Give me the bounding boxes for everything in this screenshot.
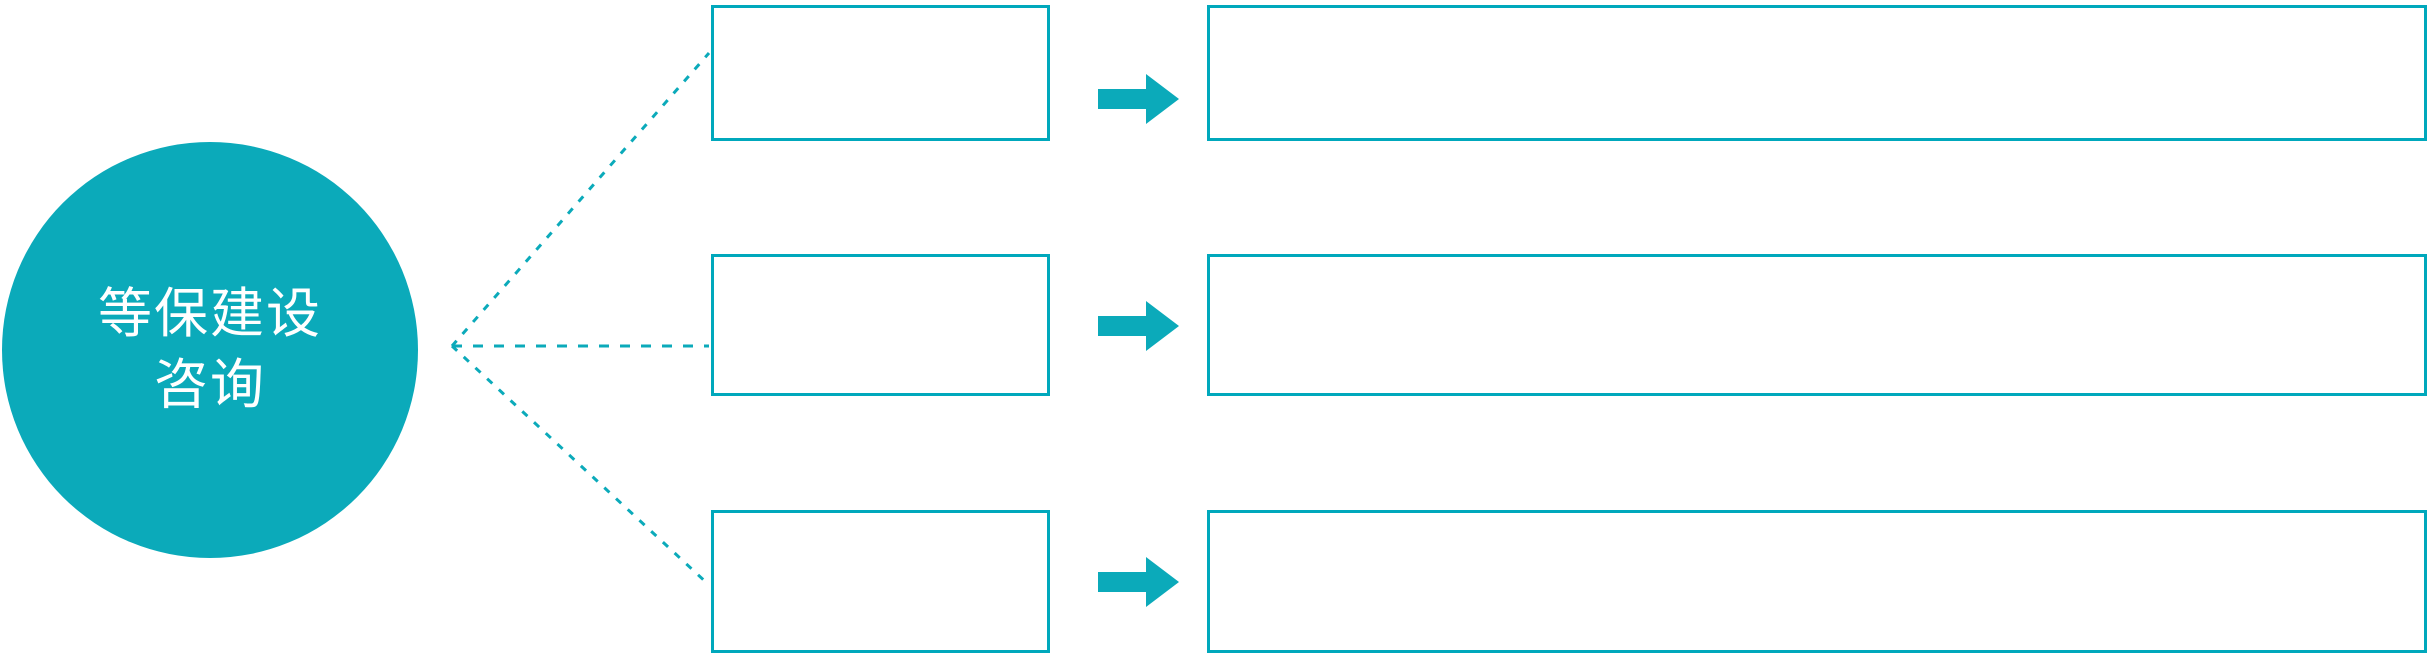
detail-box-2[interactable] — [1207, 254, 2427, 396]
detail-box-1[interactable] — [1207, 5, 2427, 141]
stage-box-1[interactable] — [711, 5, 1050, 141]
hub-label-line-2: 咨询 — [154, 355, 266, 415]
diagram-row-1 — [0, 0, 2434, 160]
hub-label-line-1: 等保建设 — [98, 283, 322, 344]
arrow-right-icon-1 — [1098, 74, 1179, 124]
diagram-row-2 — [711, 254, 2427, 396]
detail-box-3[interactable] — [1207, 510, 2427, 653]
hub-circle[interactable]: 等保建设 咨询 — [2, 142, 418, 558]
arrow-right-icon-3 — [1098, 557, 1179, 607]
stage-box-2[interactable] — [711, 254, 1050, 396]
arrow-right-icon-2 — [1098, 301, 1179, 351]
stage-box-3[interactable] — [711, 510, 1050, 653]
